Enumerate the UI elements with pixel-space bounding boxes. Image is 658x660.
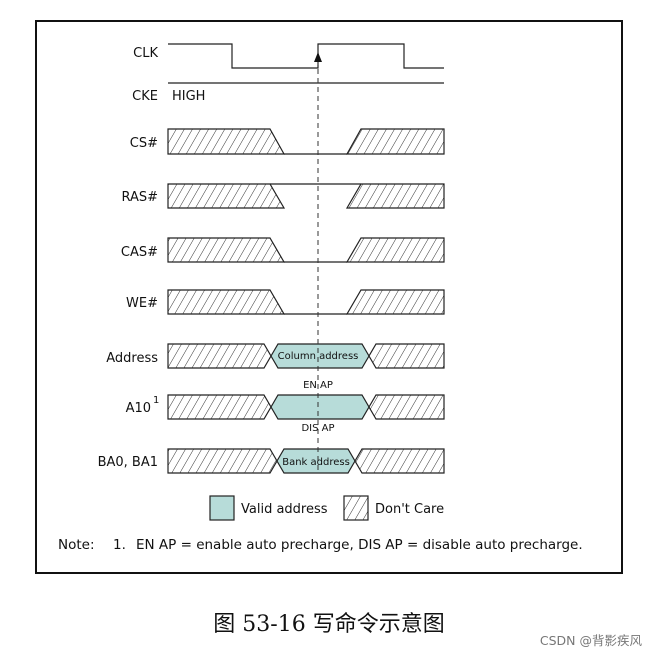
note-prefix: Note: <box>58 537 95 553</box>
label-ba: BA0, BA1 <box>98 455 158 470</box>
cs-waveform <box>167 128 445 155</box>
label-cas: CAS# <box>121 245 158 260</box>
label-clk: CLK <box>133 46 158 61</box>
bank-address-label: Bank address <box>282 457 350 468</box>
legend-dont-care-swatch <box>343 495 369 521</box>
label-address: Address <box>106 351 158 366</box>
a10-valid-cell <box>270 394 370 420</box>
diagram-frame <box>35 20 623 574</box>
we-waveform <box>167 289 445 315</box>
legend-dont-care-label: Don't Care <box>375 502 444 517</box>
label-a10-superscript: 1 <box>153 395 159 406</box>
ras-waveform <box>167 183 445 209</box>
label-cke: CKE <box>132 89 158 104</box>
timing-diagram: CLK CKE HIGH CS# RAS# CAS# WE# Address A… <box>35 20 623 574</box>
label-we: WE# <box>126 296 158 311</box>
label-a10: A10 <box>126 401 151 416</box>
dis-ap-label: DIS AP <box>301 423 334 434</box>
label-cke-state: HIGH <box>172 89 205 104</box>
clock-edge-arrow-icon <box>314 52 322 62</box>
cas-waveform <box>167 237 445 263</box>
note-number: 1. <box>113 537 126 553</box>
column-address-label: Column address <box>278 351 359 362</box>
figure-caption: 图 53-16 写命令示意图 <box>213 612 445 637</box>
en-ap-label: EN AP <box>303 380 333 391</box>
address-bus <box>167 343 445 369</box>
label-cs: CS# <box>130 136 158 151</box>
legend-valid-swatch <box>209 495 235 521</box>
clk-waveform <box>168 43 444 69</box>
ba-bus <box>167 448 445 474</box>
note-text: EN AP = enable auto precharge, DIS AP = … <box>136 537 583 553</box>
label-ras: RAS# <box>121 190 158 205</box>
watermark: CSDN @背影疾风 <box>539 633 642 648</box>
a10-bus <box>167 394 445 420</box>
legend-valid-label: Valid address <box>241 502 328 517</box>
